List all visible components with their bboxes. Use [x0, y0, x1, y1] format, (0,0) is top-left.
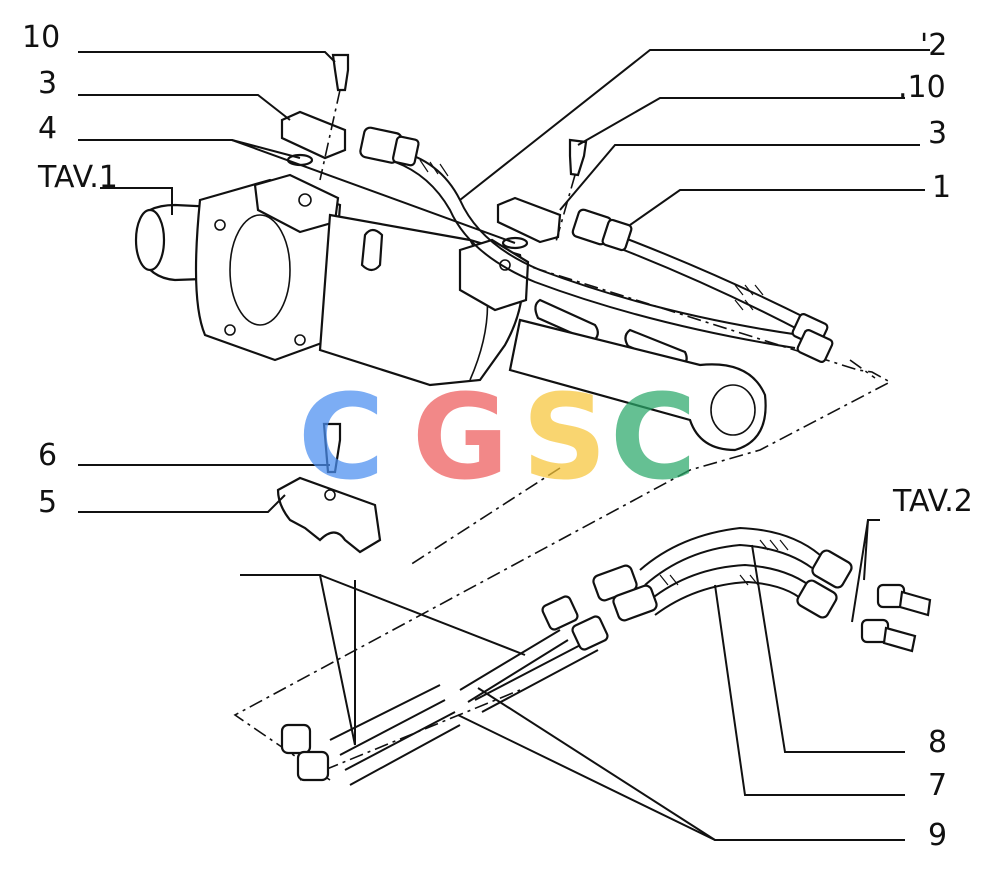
leader-lines: [78, 49, 930, 841]
label-10-right: .10: [898, 70, 946, 105]
label-1: 1: [932, 170, 951, 205]
cgsc-watermark-logo: C G S C: [298, 368, 697, 506]
label-2: '2: [920, 28, 947, 63]
label-8: 8: [928, 725, 947, 760]
label-9: 9: [928, 818, 947, 853]
hydraulic-cylinder: [134, 173, 767, 452]
label-4: 4: [38, 111, 57, 146]
rigid-pipes: [280, 595, 609, 786]
flexible-hoses: [592, 526, 853, 622]
label-tav2: TAV.2: [892, 484, 973, 519]
reference-plane-upper: [429, 234, 892, 471]
label-5: 5: [38, 485, 57, 520]
label-10-top: 10: [22, 20, 60, 55]
label-3-top: 3: [38, 66, 57, 101]
label-6: 6: [38, 438, 57, 473]
svg-text:C: C: [298, 368, 385, 506]
hose-clamp: [276, 422, 382, 554]
label-tav1: TAV.1: [37, 160, 118, 195]
banjo-fittings: [280, 53, 588, 250]
callout-labels: 10 3 4 TAV.1 '2 .10 3 1 6 5 TAV.2 8 7 9: [22, 20, 973, 853]
label-3-right: 3: [928, 116, 947, 151]
cylinder-hoses: [359, 126, 834, 363]
svg-text:S: S: [522, 368, 607, 506]
label-7: 7: [928, 768, 947, 803]
svg-text:C: C: [610, 368, 697, 506]
tav2-adapters: [860, 583, 932, 653]
svg-text:G: G: [412, 368, 509, 506]
